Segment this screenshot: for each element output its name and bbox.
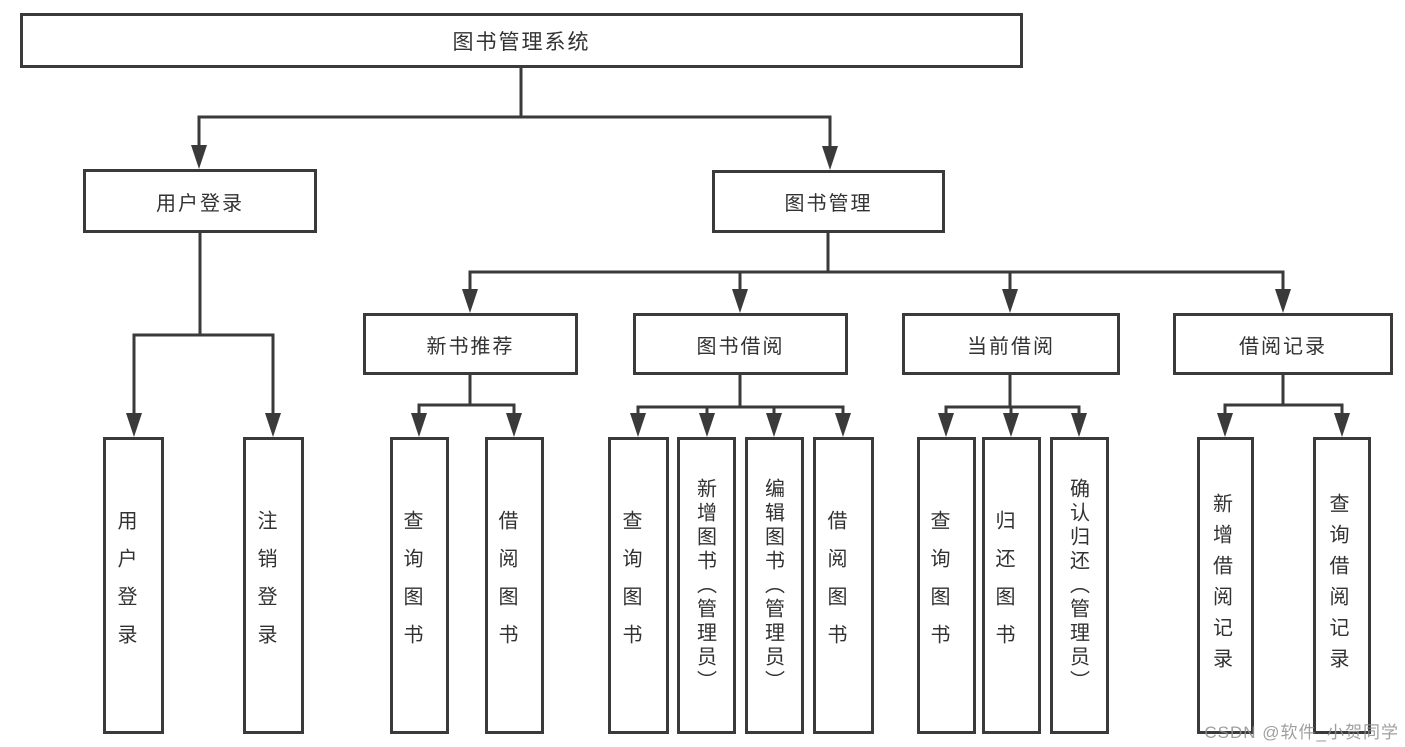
- node-current-borrowing: 当前借阅: [902, 313, 1120, 375]
- node-query-borrow-record: 查询借阅记录: [1313, 437, 1371, 734]
- node-borrowing-borrow-book: 借阅图书: [813, 437, 874, 734]
- node-root: 图书管理系统: [20, 13, 1023, 68]
- node-logout: 注销登录: [243, 437, 304, 734]
- node-add-borrow-record: 新增借阅记录: [1197, 437, 1254, 734]
- node-confirm-return-admin: 确认归还（管理员）: [1050, 437, 1109, 734]
- node-recommend-query-book: 查询图书: [390, 437, 449, 734]
- node-return-book: 归还图书: [982, 437, 1041, 734]
- node-user-login-branch: 用户登录: [83, 169, 317, 233]
- node-add-book-admin: 新增图书（管理员）: [677, 437, 736, 734]
- node-book-management-branch: 图书管理: [712, 170, 945, 233]
- node-book-borrowing: 图书借阅: [633, 313, 848, 375]
- csdn-watermark: CSDN @软件_小贺同学: [1204, 723, 1399, 742]
- node-user-login-leaf: 用户登录: [103, 437, 164, 734]
- node-edit-book-admin: 编辑图书（管理员）: [745, 437, 804, 734]
- node-new-book-recommend: 新书推荐: [363, 313, 578, 375]
- node-borrowing-records: 借阅记录: [1173, 313, 1393, 375]
- node-borrowing-query-book: 查询图书: [608, 437, 669, 734]
- node-current-query-book: 查询图书: [917, 437, 976, 734]
- node-recommend-borrow-book: 借阅图书: [485, 437, 544, 734]
